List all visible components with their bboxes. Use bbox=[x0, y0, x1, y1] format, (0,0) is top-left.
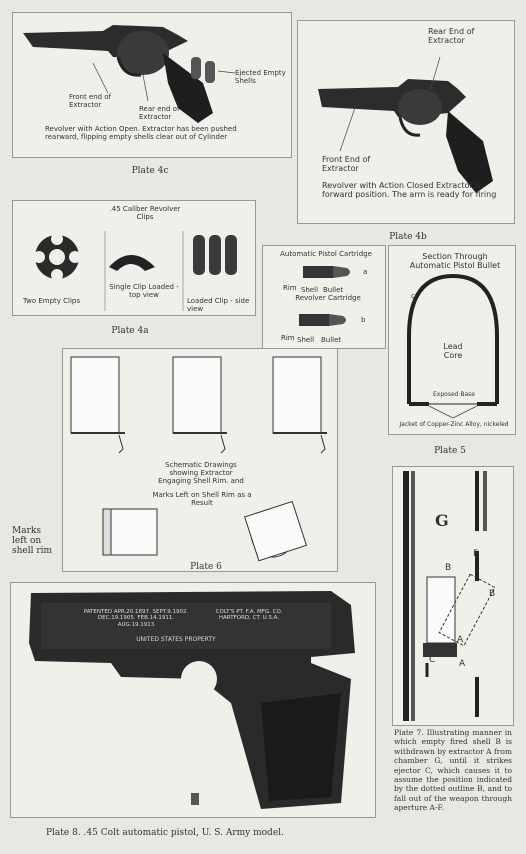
plate-4a-panel: .45 Caliber Revolver Clips Two Empty Cli… bbox=[12, 200, 256, 316]
two-empty-clips-label: Two Empty Clips bbox=[23, 297, 81, 305]
bullet-section-illustration bbox=[407, 273, 499, 419]
plate-8-panel: PATENTED APR.20.1897. SEPT.9.1902. DEC.1… bbox=[10, 582, 376, 818]
label-A-upper: A bbox=[457, 635, 464, 645]
plate-4b-caption: Plate 4b bbox=[389, 232, 427, 242]
plate-7-panel: G B F B A C A bbox=[392, 466, 514, 726]
label-a: a bbox=[363, 268, 368, 276]
bullet-label-a: Bullet bbox=[323, 286, 344, 294]
label-A-lower: A bbox=[459, 659, 466, 669]
colt-pistol-illustration bbox=[29, 591, 355, 809]
jacket-label: Jacket of Copper-Zinc Alloy, nickeled bbox=[399, 421, 509, 428]
label-B-shell: B bbox=[445, 563, 452, 573]
rear-end-label: Rear end of Extractor bbox=[139, 105, 180, 122]
cartridges-panel: Automatic Pistol Cartridge Revolver Cart… bbox=[262, 245, 386, 349]
plate-4c-description: Revolver with Action Open. Extractor has… bbox=[45, 125, 237, 142]
rim-label-a: Rim bbox=[283, 284, 297, 292]
label-B-dotted: B bbox=[489, 589, 496, 599]
schematic-label: Schematic Drawings showing Extractor Eng… bbox=[158, 461, 244, 486]
front-end-extractor-label: Front End of Extractor bbox=[322, 155, 371, 174]
plate-4a-caption: Plate 4a bbox=[111, 326, 149, 336]
front-end-label: Front end of Extractor bbox=[69, 93, 112, 110]
plate-5-caption: Plate 5 bbox=[434, 446, 466, 456]
marks-side-note: Marks left on shell rim bbox=[12, 526, 53, 556]
plate-4c-caption: Plate 4c bbox=[131, 166, 169, 176]
ejected-shells-label: Ejected Empty Shells bbox=[235, 69, 286, 86]
automatic-cartridge-title: Automatic Pistol Cartridge bbox=[280, 250, 372, 258]
engraving-left: PATENTED APR.20.1897. SEPT.9.1902. DEC.1… bbox=[83, 609, 189, 628]
bullet-label-b: Bullet bbox=[321, 336, 342, 344]
extractor-schematic-illustration bbox=[70, 356, 327, 562]
revolver-clips-title: .45 Caliber Revolver Clips bbox=[109, 205, 181, 222]
engraving-right: COLT'S PT. F.A. MFG. CO. HARTFORD, CT. U… bbox=[215, 609, 283, 622]
revolver-closed-illustration bbox=[318, 56, 493, 193]
loaded-clip-label: Loaded Clip - side view bbox=[187, 297, 250, 314]
lead-core-label: Lead Core bbox=[443, 342, 463, 361]
extractor-mechanism-illustration bbox=[403, 471, 496, 721]
revolver-cartridge-title: Revolver Cartridge bbox=[295, 294, 361, 302]
plate-4b-panel: Rear End of Extractor Front End of Extra… bbox=[297, 20, 515, 224]
property-marking: UNITED STATES PROPERTY bbox=[136, 636, 216, 643]
single-clip-label: Single Clip Loaded - top view bbox=[109, 283, 179, 300]
rear-end-extractor-label: Rear End of Extractor bbox=[428, 27, 475, 46]
label-c: c bbox=[411, 292, 415, 300]
cartridges-illustration bbox=[299, 266, 350, 326]
exposed-base-label: Exposed Base bbox=[433, 391, 475, 398]
plate-5-panel: Section Through Automatic Pistol Bullet … bbox=[388, 245, 516, 435]
clips-illustration bbox=[33, 231, 237, 311]
marks-left-label: Marks Left on Shell Rim as a Result bbox=[152, 491, 252, 508]
section-title: Section Through Automatic Pistol Bullet bbox=[409, 252, 501, 271]
label-C: C bbox=[429, 655, 436, 665]
label-G: G bbox=[435, 511, 449, 530]
plate-6-panel: Schematic Drawings showing Extractor Eng… bbox=[62, 348, 338, 572]
shell-label-a: Shell bbox=[301, 286, 319, 294]
rim-label-b: Rim bbox=[281, 334, 295, 342]
revolver-open-illustration bbox=[23, 25, 236, 123]
plate-6-caption: Plate 6 bbox=[190, 562, 222, 572]
label-b: b bbox=[361, 316, 366, 324]
shell-label-b: Shell bbox=[297, 336, 315, 344]
plate-7-caption: Plate 7. Illustrating manner in which em… bbox=[394, 728, 512, 812]
plate-4c-panel: Ejected Empty Shells Front end of Extrac… bbox=[12, 12, 292, 158]
label-F: F bbox=[473, 549, 479, 559]
plate-8-caption: Plate 8. .45 Colt automatic pistol, U. S… bbox=[46, 828, 284, 838]
plate-4b-description: Revolver with Action Closed Extractor in… bbox=[322, 181, 497, 200]
